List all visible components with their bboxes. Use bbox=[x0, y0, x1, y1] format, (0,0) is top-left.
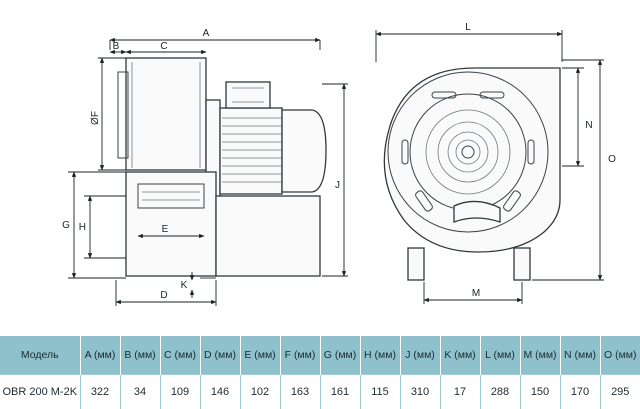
left-leg bbox=[408, 248, 424, 280]
motor-body bbox=[220, 108, 282, 194]
spec-table: Модель A (мм) B (мм) C (мм) D (мм) E (мм… bbox=[0, 336, 640, 409]
cell-m: 150 bbox=[520, 375, 560, 409]
base-plate bbox=[216, 196, 320, 276]
cell-j: 310 bbox=[400, 375, 440, 409]
header-g: G (мм) bbox=[320, 336, 360, 375]
header-n: N (мм) bbox=[560, 336, 600, 375]
cell-h: 115 bbox=[360, 375, 400, 409]
dim-label-M: M bbox=[472, 288, 480, 299]
side-view bbox=[118, 58, 326, 278]
right-leg bbox=[514, 248, 530, 280]
header-m: M (мм) bbox=[520, 336, 560, 375]
dim-label-O: O bbox=[608, 154, 616, 165]
header-c: C (мм) bbox=[160, 336, 200, 375]
header-a: A (мм) bbox=[80, 336, 120, 375]
table-row: OBR 200 M-2K 322 34 109 146 102 163 161 … bbox=[0, 375, 640, 409]
cell-k: 17 bbox=[440, 375, 480, 409]
dim-label-C: C bbox=[160, 41, 167, 52]
dim-label-N: N bbox=[585, 120, 592, 131]
cell-g: 161 bbox=[320, 375, 360, 409]
outlet bbox=[126, 172, 216, 276]
dim-label-E: E bbox=[162, 224, 169, 235]
front-view bbox=[384, 68, 560, 280]
header-model: Модель bbox=[0, 336, 80, 375]
fan-dimension-drawing: A B C ØF G H E D K bbox=[0, 0, 640, 335]
dim-label-G: G bbox=[62, 220, 70, 231]
table-header-row: Модель A (мм) B (мм) C (мм) D (мм) E (мм… bbox=[0, 336, 640, 375]
cell-e: 102 bbox=[240, 375, 280, 409]
motor-end-cap bbox=[282, 110, 326, 192]
cell-c: 109 bbox=[160, 375, 200, 409]
cell-o: 295 bbox=[600, 375, 640, 409]
dim-label-H: H bbox=[79, 222, 86, 233]
cell-model: OBR 200 M-2K bbox=[0, 375, 80, 409]
cell-l: 288 bbox=[480, 375, 520, 409]
header-e: E (мм) bbox=[240, 336, 280, 375]
inlet-housing bbox=[126, 58, 206, 170]
cell-n: 170 bbox=[560, 375, 600, 409]
header-f: F (мм) bbox=[280, 336, 320, 375]
cell-d: 146 bbox=[200, 375, 240, 409]
header-o: O (мм) bbox=[600, 336, 640, 375]
terminal-box bbox=[226, 82, 270, 108]
dim-label-L: L bbox=[465, 22, 471, 33]
header-l: L (мм) bbox=[480, 336, 520, 375]
dim-label-J: J bbox=[335, 180, 340, 191]
dim-label-A: A bbox=[203, 28, 210, 39]
header-d: D (мм) bbox=[200, 336, 240, 375]
dim-label-F: ØF bbox=[90, 111, 101, 125]
dim-label-B: B bbox=[113, 41, 120, 52]
dim-label-D: D bbox=[160, 290, 167, 301]
cell-a: 322 bbox=[80, 375, 120, 409]
cell-f: 163 bbox=[280, 375, 320, 409]
header-k: K (мм) bbox=[440, 336, 480, 375]
dim-label-K: K bbox=[181, 280, 188, 291]
header-j: J (мм) bbox=[400, 336, 440, 375]
header-h: H (мм) bbox=[360, 336, 400, 375]
cell-b: 34 bbox=[120, 375, 160, 409]
header-b: B (мм) bbox=[120, 336, 160, 375]
